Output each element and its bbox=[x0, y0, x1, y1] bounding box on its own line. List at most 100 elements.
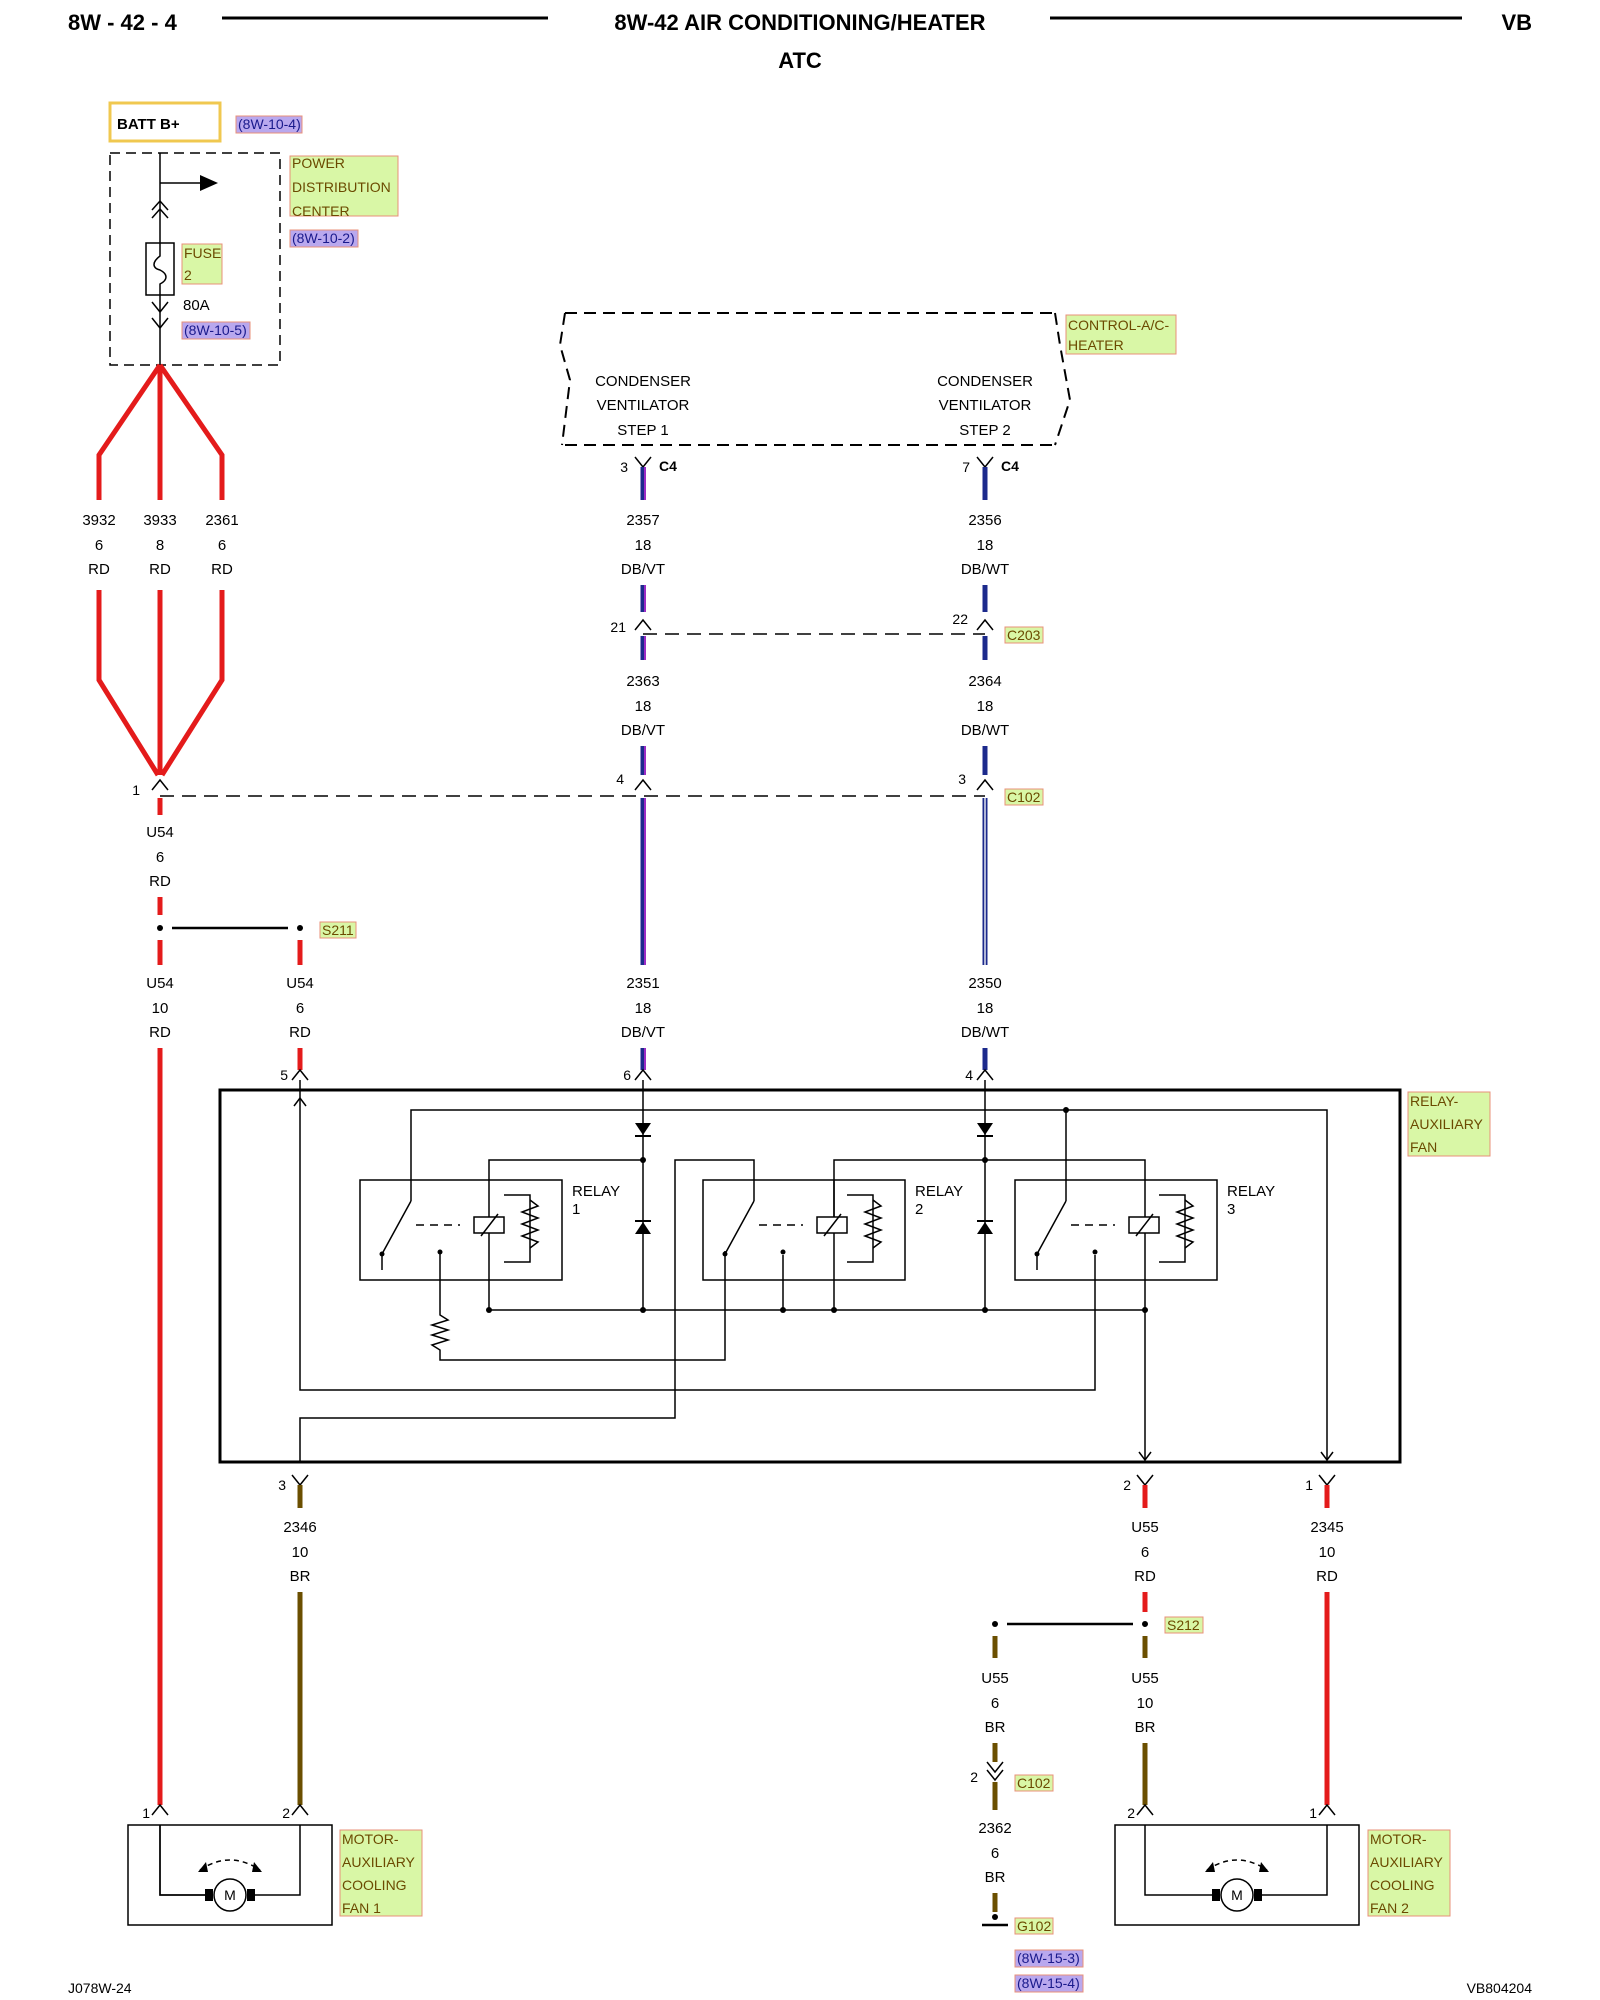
fuse-ref[interactable]: (8W-10-5) bbox=[184, 322, 247, 338]
s212-label[interactable]: S212 bbox=[1167, 1617, 1200, 1633]
wire-2364-gauge: 18 bbox=[977, 698, 994, 715]
c102-pin-3: 3 bbox=[958, 771, 966, 787]
wire-2346-circuit: 2346 bbox=[283, 1519, 316, 1536]
relay-internal-wiring bbox=[299, 1080, 1328, 1462]
wire-u55-c-color: BR bbox=[1135, 1719, 1156, 1736]
cv-step1-label-3: STEP 1 bbox=[617, 422, 668, 439]
wire-u54-a-circuit: U54 bbox=[146, 824, 174, 841]
c4-step1-connector-icon bbox=[634, 456, 652, 469]
diode-4-icon bbox=[977, 1222, 993, 1234]
relay1-contact-dot bbox=[379, 1251, 385, 1257]
c203-label[interactable]: C203 bbox=[1007, 627, 1041, 643]
fuse-label-1: FUSE bbox=[184, 245, 221, 261]
wire-2364-circuit: 2364 bbox=[968, 673, 1001, 690]
pdc-ref[interactable]: (8W-10-2) bbox=[292, 230, 355, 246]
relay-node-2 bbox=[982, 1157, 988, 1163]
relay1-label-1: RELAY bbox=[572, 1183, 620, 1200]
relay-tag-box bbox=[1407, 1091, 1491, 1157]
motor2-rotation-icon bbox=[1206, 1859, 1268, 1871]
footer-right: VB804204 bbox=[1467, 1980, 1533, 1996]
wire-2362-circuit: 2362 bbox=[978, 1820, 1011, 1837]
relay2-label-2: 2 bbox=[915, 1201, 923, 1218]
motor2-p2-connector-icon bbox=[1136, 1803, 1154, 1816]
batt-box bbox=[108, 101, 222, 143]
relay-pin-3: 3 bbox=[278, 1477, 286, 1493]
c203-tag-box bbox=[1004, 626, 1044, 644]
control-label-2: HEATER bbox=[1068, 337, 1124, 353]
relay-node-7 bbox=[780, 1307, 786, 1313]
control-tag-box bbox=[1065, 314, 1177, 355]
wire-u54-b-circuit: U54 bbox=[146, 975, 174, 992]
c203-pin-b: 22 bbox=[952, 611, 968, 627]
wire-2345-color: RD bbox=[1316, 1568, 1338, 1585]
relay-label-1: RELAY- bbox=[1410, 1093, 1459, 1109]
motor1-brush-left bbox=[205, 1889, 213, 1901]
wire-2350-gauge: 18 bbox=[977, 1000, 994, 1017]
c102-lower-label[interactable]: C102 bbox=[1017, 1775, 1051, 1791]
motor2-rot-arrow-left bbox=[1205, 1862, 1215, 1872]
ground-ref-1[interactable]: (8W-15-3) bbox=[1017, 1950, 1080, 1966]
motor2-motor-icon bbox=[1220, 1878, 1254, 1912]
c102-label[interactable]: C102 bbox=[1007, 789, 1041, 805]
s211-label[interactable]: S211 bbox=[322, 922, 354, 938]
motor1-brush-right bbox=[247, 1889, 255, 1901]
motor2-wire-left bbox=[1144, 1825, 1215, 1896]
batt-ref-box bbox=[235, 115, 303, 134]
diode-1-icon bbox=[635, 1123, 651, 1135]
ground-ref-2[interactable]: (8W-15-4) bbox=[1017, 1975, 1080, 1991]
batt-ref[interactable]: (8W-10-4) bbox=[238, 116, 301, 132]
wire-2361-upper bbox=[157, 363, 225, 500]
motor1-p1-connector-icon bbox=[151, 1803, 169, 1816]
wire-2356-circuit: 2356 bbox=[968, 512, 1001, 529]
c102-2-connector-icon bbox=[986, 1761, 1004, 1782]
fuse-down-arrow-icon bbox=[151, 301, 169, 330]
pdc-label-2: DISTRIBUTION bbox=[292, 179, 391, 195]
motor2-rot-arrow-right bbox=[1259, 1862, 1269, 1872]
wire-u55-b-gauge: 6 bbox=[991, 1695, 999, 1712]
relay-out-arrow-2 bbox=[1138, 1451, 1152, 1462]
s211-dot-a bbox=[157, 925, 163, 931]
relay-node-9 bbox=[1142, 1307, 1148, 1313]
page-title: 8W-42 AIR CONDITIONING/HEATER bbox=[614, 10, 985, 35]
relay-p1-connector-icon bbox=[1318, 1474, 1336, 1487]
page-id: 8W - 42 - 4 bbox=[68, 10, 178, 35]
s211-tag-box bbox=[319, 921, 357, 939]
footer-left: J078W-24 bbox=[68, 1980, 132, 1996]
wire-u55-c-circuit: U55 bbox=[1131, 1670, 1159, 1687]
g102-label[interactable]: G102 bbox=[1017, 1918, 1051, 1934]
c4-step1-pin: 3 bbox=[620, 459, 628, 475]
motor1-pin-1: 1 bbox=[142, 1805, 150, 1821]
model-code: VB bbox=[1501, 10, 1532, 35]
wire-2363-circuit: 2363 bbox=[626, 673, 659, 690]
motor1-wire-left bbox=[159, 1825, 208, 1896]
relay-in-arrow-5 bbox=[293, 1096, 307, 1107]
wire-u54-a-color: RD bbox=[149, 873, 171, 890]
g102-dot bbox=[992, 1914, 998, 1920]
wire-u54-a-gauge: 6 bbox=[156, 849, 164, 866]
motor1-rotation-icon bbox=[199, 1859, 261, 1871]
relay-pin-1: 1 bbox=[1305, 1477, 1313, 1493]
motor1-rot-arrow-left bbox=[198, 1862, 208, 1872]
pdc-ref-box bbox=[289, 229, 359, 248]
wire-2356-gauge: 18 bbox=[977, 537, 994, 554]
motor2-tag-box bbox=[1367, 1829, 1451, 1917]
wire-3932-upper bbox=[96, 363, 163, 500]
motor2-p1-connector-icon bbox=[1318, 1803, 1336, 1816]
motor2-label-2: AUXILIARY bbox=[1370, 1854, 1444, 1870]
cv-step1-label-1: CONDENSER bbox=[595, 373, 691, 390]
wire-2350-circuit: 2350 bbox=[968, 975, 1001, 992]
relay-pin-6: 6 bbox=[623, 1067, 631, 1083]
motor2-pin-1: 1 bbox=[1309, 1805, 1317, 1821]
fuse-ref-box bbox=[181, 321, 251, 340]
relay-pin-4: 4 bbox=[965, 1067, 973, 1083]
ground-ref-1-box bbox=[1014, 1949, 1084, 1968]
pdc-tap-arrow-icon bbox=[200, 175, 218, 191]
motor1-label-4: FAN 1 bbox=[342, 1900, 381, 1916]
fuse-rating: 80A bbox=[183, 297, 210, 314]
cv-step2-label-1: CONDENSER bbox=[937, 373, 1033, 390]
g102-tag-box bbox=[1014, 1917, 1054, 1935]
relay1-label-2: 1 bbox=[572, 1201, 580, 1218]
wire-2346-gauge: 10 bbox=[292, 1544, 309, 1561]
relay-node-5 bbox=[1063, 1107, 1069, 1113]
